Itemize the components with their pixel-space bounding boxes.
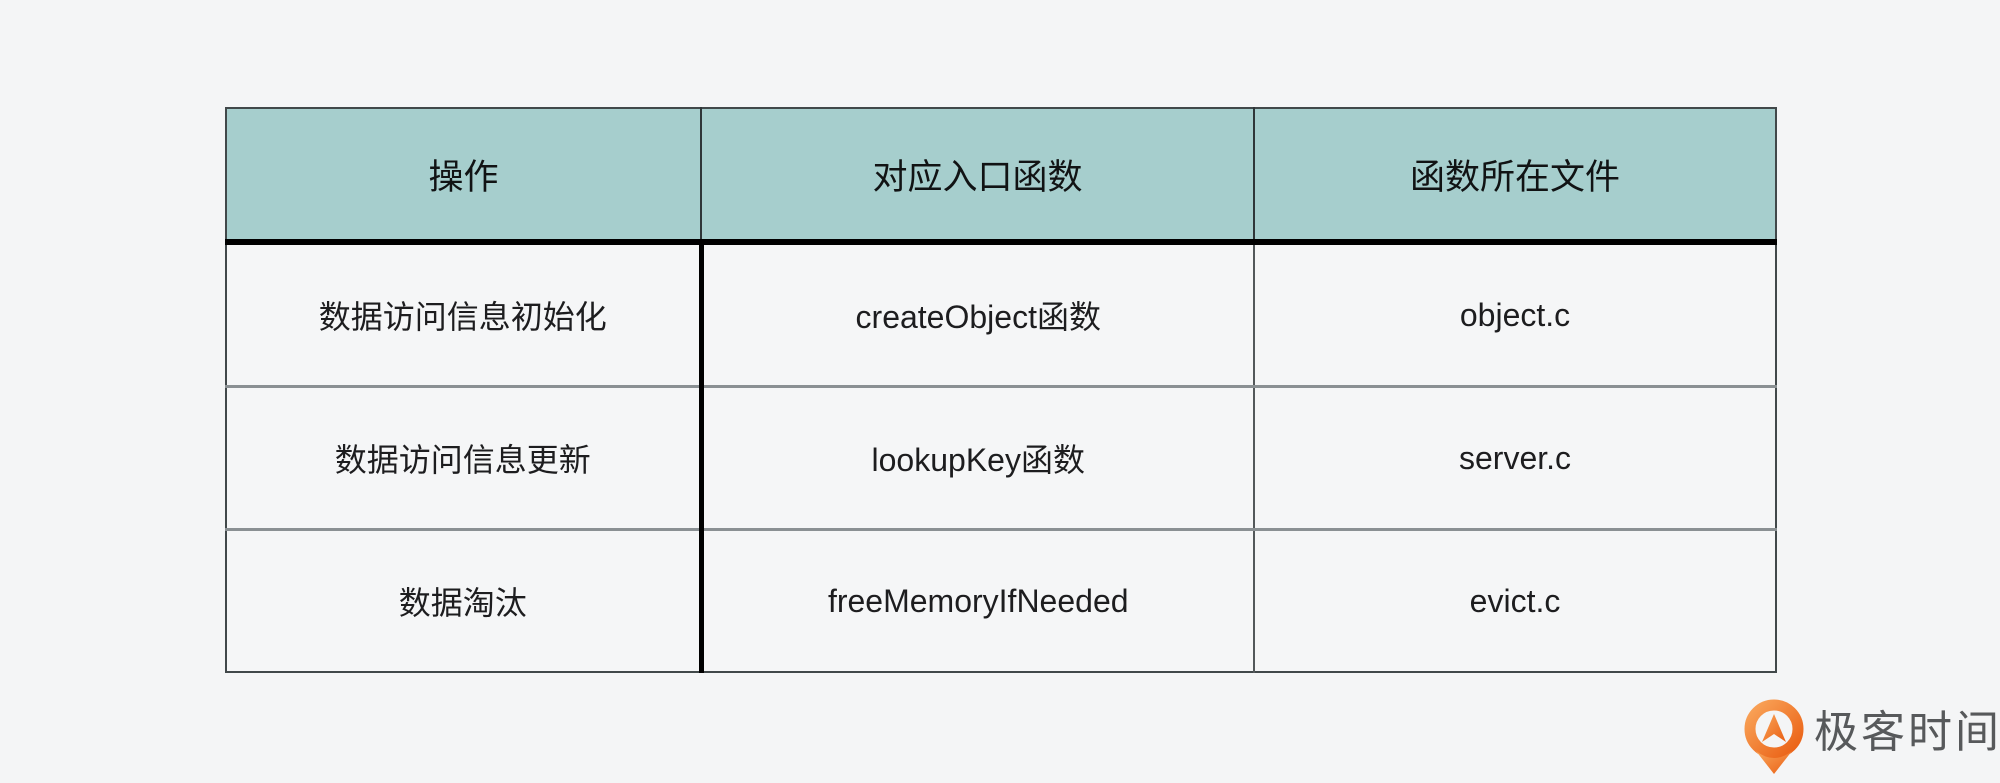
table-row: 数据访问信息初始化 createObject函数 object.c: [226, 242, 1776, 388]
cell-operation: 数据淘汰: [226, 529, 704, 672]
cell-source-file: evict.c: [1254, 529, 1776, 672]
cell-source-file: server.c: [1254, 386, 1776, 531]
geektime-pin-icon: [1744, 699, 1804, 774]
redis-function-table: 操作 对应入口函数 函数所在文件 数据访问信息初始化 createObject函…: [225, 107, 1777, 673]
column-header-entry-function: 对应入口函数: [701, 108, 1255, 245]
table-header-row: 操作 对应入口函数 函数所在文件: [226, 108, 1776, 245]
table-row: 数据淘汰 freeMemoryIfNeeded evict.c: [226, 529, 1776, 672]
column-header-operation: 操作: [226, 108, 702, 245]
cell-operation: 数据访问信息更新: [226, 386, 704, 531]
table-row: 数据访问信息更新 lookupKey函数 server.c: [226, 386, 1776, 531]
cell-entry-function: createObject函数: [701, 242, 1255, 388]
geektime-logo-text: 极客时间: [1814, 708, 2000, 757]
column-header-source-file: 函数所在文件: [1254, 108, 1776, 245]
cell-operation: 数据访问信息初始化: [226, 242, 704, 388]
cell-source-file: object.c: [1254, 242, 1776, 388]
cell-entry-function: freeMemoryIfNeeded: [701, 529, 1255, 672]
cell-entry-function: lookupKey函数: [701, 386, 1255, 531]
geektime-logo: 极客时间: [1744, 699, 2000, 775]
